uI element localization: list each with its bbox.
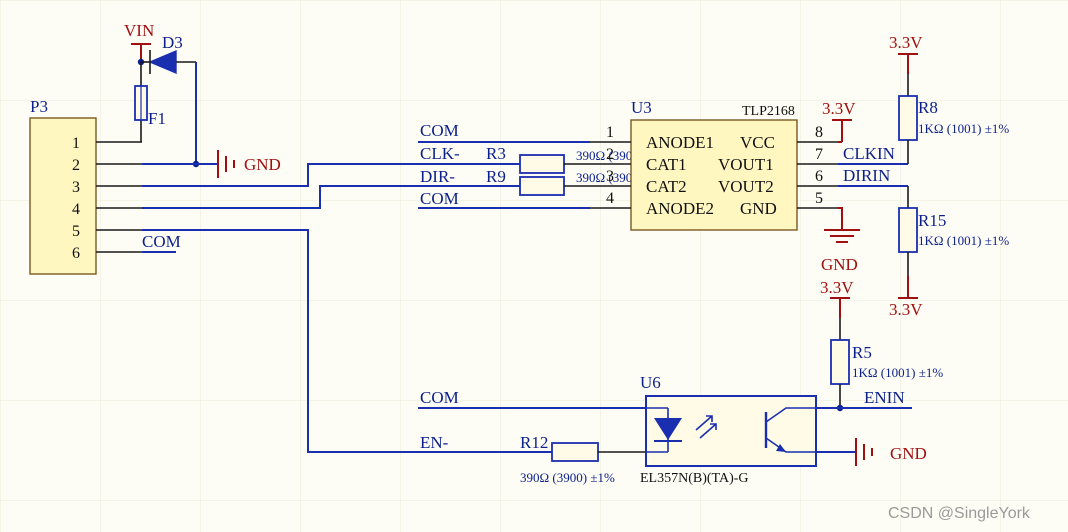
resistor-r12: R12 390Ω (3900) ±1% xyxy=(520,433,646,485)
r12-designator: R12 xyxy=(520,433,548,452)
p3-pin-6: 6 xyxy=(72,245,80,262)
p3-designator: P3 xyxy=(30,97,48,116)
u3-vout2: VOUT2 xyxy=(718,177,774,196)
r15-designator: R15 xyxy=(918,211,946,230)
gnd-symbol-u6: GND xyxy=(855,438,927,466)
gnd-label-u3: GND xyxy=(821,255,858,274)
v33-label-r15: 3.3V xyxy=(889,300,923,319)
u3-pin-3: 3 xyxy=(606,168,614,185)
fuse-f1: F1 xyxy=(134,62,166,142)
clk-wire xyxy=(142,163,520,187)
net-com-3: COM xyxy=(420,388,459,407)
resistor-r5: 3.3V R5 1KΩ (1001) ±1% xyxy=(820,278,943,408)
resistor-r8: 3.3V R8 1KΩ (1001) ±1% xyxy=(889,33,1009,164)
gnd-label-u6: GND xyxy=(890,444,927,463)
u3-part: TLP2168 xyxy=(742,104,795,119)
optocoupler-u6: U6 EL357N(B)(TA)-G xyxy=(640,373,817,486)
connector-p3: P3 1 2 3 4 5 6 xyxy=(29,97,142,275)
u6-part: EL357N(B)(TA)-G xyxy=(640,471,749,486)
p3-pin-4: 4 xyxy=(72,201,80,218)
diode-d3: D3 xyxy=(141,33,196,75)
r12-value: 390Ω (3900) ±1% xyxy=(520,470,615,485)
u3-cat1: CAT1 xyxy=(646,155,687,174)
gnd-label-left: GND xyxy=(244,155,281,174)
resistor-r15: R15 1KΩ (1001) ±1% 3.3V xyxy=(889,186,1009,319)
u3-pin-2: 2 xyxy=(606,146,614,163)
v33-label-r8: 3.3V xyxy=(889,33,923,52)
net-dir: DIR- xyxy=(420,167,455,186)
dir-wire xyxy=(142,185,520,209)
u3-anode1: ANODE1 xyxy=(646,133,714,152)
net-clk: CLK- xyxy=(420,144,460,163)
u3-pin-7: 7 xyxy=(815,146,823,163)
r5-value: 1KΩ (1001) ±1% xyxy=(852,365,943,380)
r8-value: 1KΩ (1001) ±1% xyxy=(918,121,1009,136)
p3-pin-2: 2 xyxy=(72,157,80,174)
v33-label-u3: 3.3V xyxy=(822,99,856,118)
r8-designator: R8 xyxy=(918,98,938,117)
u3-pin-6: 6 xyxy=(815,168,823,185)
net-en: EN- xyxy=(420,433,449,452)
u3-gnd: GND xyxy=(740,199,777,218)
r9-designator: R9 xyxy=(486,167,506,186)
u3-vcc: VCC xyxy=(740,133,775,152)
p3-pin-1: 1 xyxy=(72,135,80,152)
net-clkin: CLKIN xyxy=(843,144,895,163)
net-com-2: COM xyxy=(420,189,459,208)
r15-value: 1KΩ (1001) ±1% xyxy=(918,233,1009,248)
u6-designator: U6 xyxy=(640,373,661,392)
ic-u3: U3 TLP2168 1 2 3 4 ANODE1 CAT1 CAT2 ANOD… xyxy=(590,98,838,231)
u3-cat2: CAT2 xyxy=(646,177,687,196)
p3-pin-3: 3 xyxy=(72,179,80,196)
f1-designator: F1 xyxy=(148,109,166,128)
watermark: CSDN @SingleYork xyxy=(888,505,1031,522)
r3-designator: R3 xyxy=(486,144,506,163)
net-com-p3: COM xyxy=(142,232,181,251)
u3-pin-5: 5 xyxy=(815,190,823,207)
v33-port-u3: 3.3V xyxy=(822,99,856,143)
u3-pin-1: 1 xyxy=(606,124,614,141)
v33-label-r5: 3.3V xyxy=(820,278,854,297)
vin-label: VIN xyxy=(124,21,154,40)
gnd-symbol-left: GND xyxy=(217,150,281,178)
net-dirin: DIRIN xyxy=(843,166,890,185)
u3-designator: U3 xyxy=(631,98,652,117)
u6-led-icon xyxy=(654,418,682,440)
net-com-1: COM xyxy=(420,121,459,140)
u6-light-arrow-icon xyxy=(695,415,717,439)
u3-vout1: VOUT1 xyxy=(718,155,774,174)
d3-designator: D3 xyxy=(162,33,183,52)
net-enin: ENIN xyxy=(864,388,905,407)
u3-anode2: ANODE2 xyxy=(646,199,714,218)
u3-pin-4: 4 xyxy=(606,190,614,207)
u3-pin-8: 8 xyxy=(815,124,823,141)
r5-designator: R5 xyxy=(852,343,872,362)
gnd-symbol-u3: GND xyxy=(821,207,860,274)
en-wire xyxy=(142,229,552,453)
p3-pin-5: 5 xyxy=(72,223,80,240)
